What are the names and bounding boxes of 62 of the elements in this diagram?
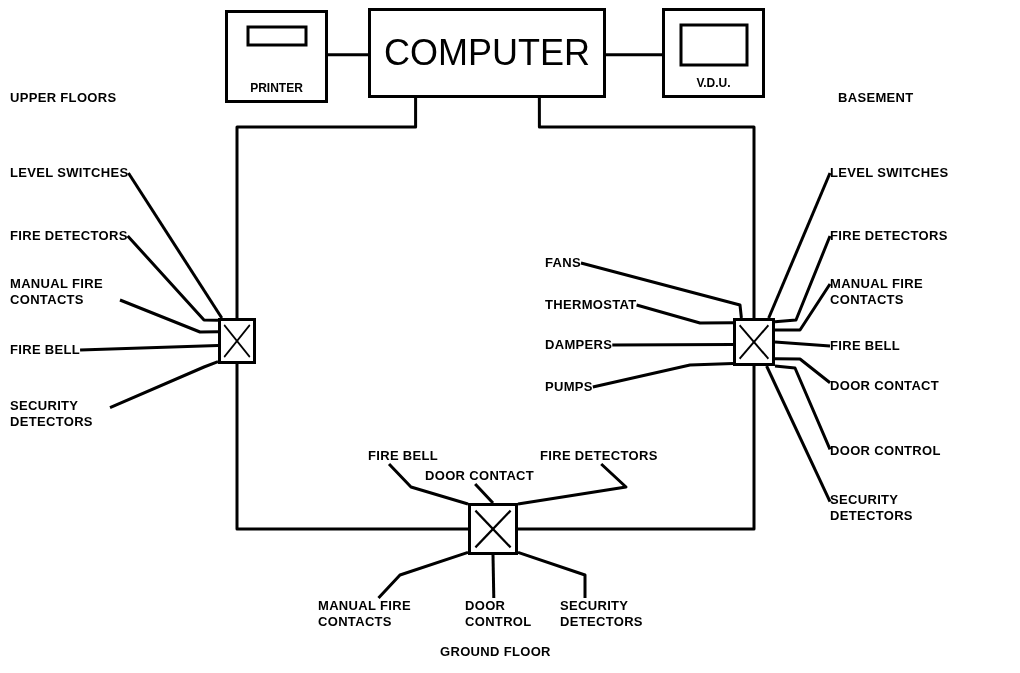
sensor-label: SECURITY DETECTORS xyxy=(10,398,110,430)
wire-line xyxy=(775,357,831,384)
junction-box xyxy=(468,503,518,555)
wire-line xyxy=(377,550,469,600)
sensor-label: FIRE DETECTORS xyxy=(540,448,658,464)
sensor-label: FIRE DETECTORS xyxy=(830,228,948,244)
junction-box xyxy=(218,318,256,364)
monitor-box xyxy=(662,8,765,98)
wire-line xyxy=(127,172,224,319)
wire-line xyxy=(119,298,218,334)
sensor-label: DOOR CONTACT xyxy=(425,468,535,484)
device-label: DOOR CONTROL xyxy=(465,598,537,630)
computer-label: COMPUTER xyxy=(384,35,590,71)
floor-label: BASEMENT xyxy=(838,89,914,107)
wire-line xyxy=(126,235,219,322)
wire-line xyxy=(636,303,733,325)
printer-box xyxy=(225,10,328,103)
wire-line xyxy=(474,482,495,505)
wire-line xyxy=(387,462,469,506)
sensor-label: MANUAL FIRE CONTACTS xyxy=(830,276,940,308)
cable-line xyxy=(537,98,756,318)
device-name: PRINTER xyxy=(250,81,303,96)
sensor-label: MANUAL FIRE CONTACTS xyxy=(10,276,120,308)
cable-line xyxy=(606,53,662,57)
wire-line xyxy=(517,462,628,506)
computer-box xyxy=(368,8,606,98)
device-label: DAMPERS xyxy=(545,337,613,353)
sensor-label: LEVEL SWITCHES xyxy=(830,165,949,181)
sensor-label: LEVEL SWITCHES xyxy=(10,165,129,181)
wire-line xyxy=(767,172,832,319)
wire-line xyxy=(774,364,832,450)
wire-line xyxy=(517,550,587,598)
wire-line xyxy=(774,235,832,324)
wire-line xyxy=(80,344,219,352)
cable-line xyxy=(235,364,468,531)
device-label: FIRE BELL xyxy=(830,338,901,354)
wire-line xyxy=(592,362,734,389)
device-label: FIRE BELL xyxy=(368,448,439,464)
sensor-label: FIRE BELL xyxy=(10,342,81,358)
device-label: FANS xyxy=(545,255,581,271)
wire-line xyxy=(580,261,743,319)
junction-box xyxy=(733,318,775,366)
sensor-label: FIRE DETECTORS xyxy=(10,228,128,244)
wire-line xyxy=(765,365,832,503)
wire-line xyxy=(109,360,219,409)
wire-line xyxy=(491,554,496,599)
sensor-label: SECURITY DETECTORS xyxy=(560,598,660,630)
sensor-label: SECURITY DETECTORS xyxy=(830,492,930,524)
device-label: THERMOSTAT xyxy=(545,297,637,313)
sensor-label: MANUAL FIRE CONTACTS xyxy=(318,598,428,630)
cable-line xyxy=(235,98,418,318)
device-label: PUMPS xyxy=(545,379,593,395)
floor-label: GROUND FLOOR xyxy=(440,643,551,661)
cable-line xyxy=(328,53,368,57)
wire-line xyxy=(612,342,733,347)
cable-line xyxy=(518,366,756,531)
sensor-label: DOOR CONTACT xyxy=(830,378,940,394)
device-name: V.D.U. xyxy=(696,76,731,91)
wire-line xyxy=(774,340,831,348)
device-label: DOOR CONTROL xyxy=(830,443,941,459)
floor-label: UPPER FLOORS xyxy=(10,89,117,107)
wire-line xyxy=(775,283,832,332)
